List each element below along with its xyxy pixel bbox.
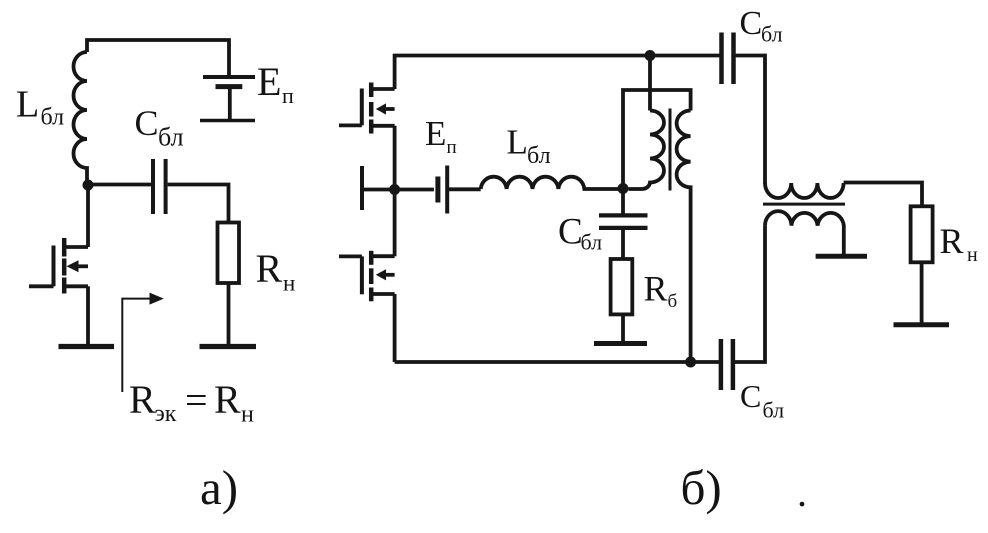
svg-text:б): б) [681,460,722,515]
svg-text:.: . [797,470,807,515]
svg-text:бл: бл [527,143,551,169]
svg-text:С: С [740,378,761,414]
svg-text:бл: бл [763,398,785,423]
svg-text:эк: эк [155,401,177,427]
svg-text:E: E [257,59,281,104]
svg-text:R: R [129,377,156,422]
svg-text:бл: бл [41,105,65,131]
svg-text:б: б [668,291,678,312]
svg-text:бл: бл [761,22,783,47]
svg-text:R: R [940,221,964,261]
svg-text:С: С [740,5,763,42]
svg-text:п: п [282,83,294,108]
svg-text:С: С [558,212,583,253]
svg-text:R: R [214,377,241,422]
svg-text:С: С [135,103,159,143]
svg-text:R: R [644,269,668,309]
svg-text:R: R [256,246,283,291]
svg-text:E: E [425,114,446,153]
svg-text:а): а) [200,460,238,515]
svg-text:н: н [241,402,254,428]
svg-text:L: L [507,123,528,162]
svg-text:бл: бл [581,230,603,255]
svg-text:н: н [283,271,295,296]
svg-text:=: = [185,378,208,423]
svg-text:п: п [447,137,457,158]
svg-text:L: L [16,84,39,126]
svg-text:н: н [967,244,978,266]
svg-text:бл: бл [158,123,184,152]
